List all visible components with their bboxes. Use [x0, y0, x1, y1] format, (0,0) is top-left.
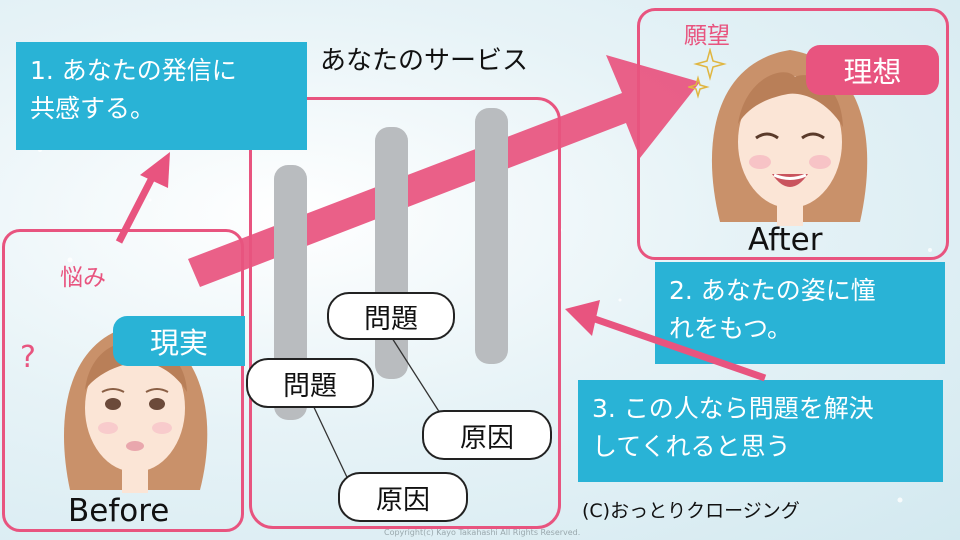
ideal-badge: 理想 — [806, 45, 939, 95]
credit-text: (C)おっとりクロージング — [582, 500, 800, 522]
after-frame — [637, 8, 949, 260]
reality-badge: 現実 — [113, 316, 245, 366]
cause-pill: 原因 — [422, 410, 552, 460]
service-frame — [249, 97, 561, 529]
cause-pill: 原因 — [338, 472, 468, 522]
worry-label: 悩み — [60, 265, 106, 291]
worried-woman-illustration — [63, 325, 208, 493]
step3-line1: 3. この人なら問題を解決 — [592, 394, 874, 423]
wish-label: 願望 — [684, 23, 730, 49]
step1-line1: 1. あなたの発信に — [30, 56, 237, 85]
step2-line1: 2. あなたの姿に憧 — [669, 276, 876, 305]
step3-line2: してくれると思う — [592, 432, 791, 461]
question-mark-icon: ? — [20, 340, 36, 375]
copyright-text: Copyright(c) Kayo Takahashi All Rights R… — [384, 528, 581, 537]
sparkle-icon — [688, 48, 727, 99]
step3-box: 3. この人なら問題を解決 してくれると思う — [578, 380, 943, 482]
problem-pill: 問題 — [246, 358, 374, 408]
step2-box: 2. あなたの姿に憧 れをもつ。 — [655, 262, 945, 364]
before-label: Before — [68, 493, 170, 529]
service-title: あなたのサービス — [320, 46, 529, 76]
problem-pill: 問題 — [327, 292, 455, 340]
step2-line2: れをもつ。 — [669, 314, 793, 343]
step1-box: 1. あなたの発信に 共感する。 — [16, 42, 307, 150]
after-label: After — [748, 222, 823, 258]
step1-line2: 共感する。 — [30, 94, 156, 123]
problem-bar — [475, 108, 508, 364]
